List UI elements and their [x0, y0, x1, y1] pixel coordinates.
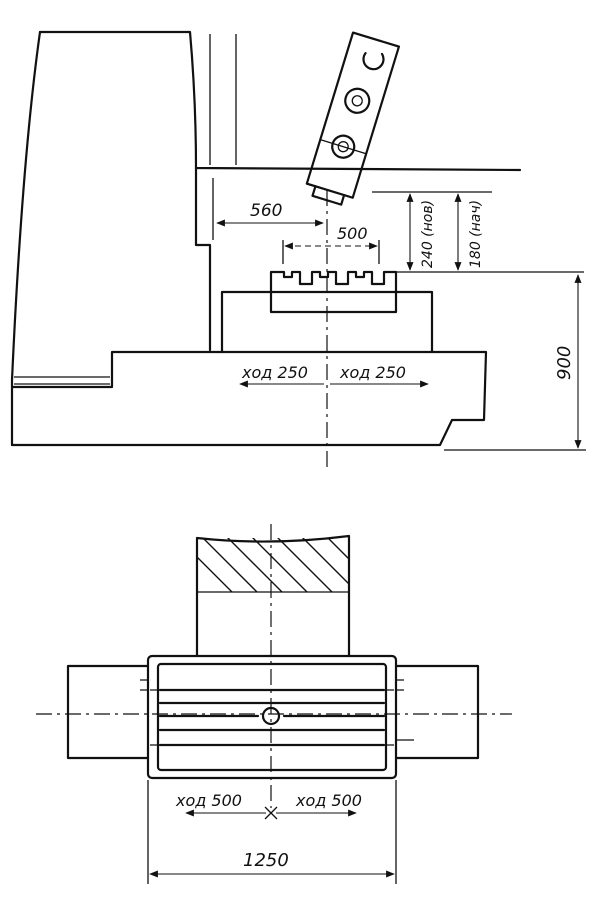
slide-detail-right	[396, 679, 414, 741]
travel-right-label: ход 250	[339, 363, 406, 382]
dim-240-label: 240 (нов)	[420, 200, 436, 268]
table-stub-right	[386, 689, 394, 746]
spindle-head	[305, 31, 401, 206]
dim-900-label: 900	[554, 346, 575, 380]
dimension-1250: 1250	[149, 850, 395, 878]
dim-500-label: 500	[337, 224, 368, 243]
dim-1250-label: 1250	[243, 850, 289, 871]
travel-left-label: ход 250	[241, 363, 308, 382]
plan-table-inner	[156, 662, 388, 772]
dim-180-label: 180 (нач)	[468, 200, 484, 268]
travel-500-dimension: ход 500 ход 500	[175, 791, 362, 820]
plan-table-outer	[146, 654, 398, 780]
bolt-lower-icon	[331, 134, 356, 159]
bracket-hook-icon	[362, 52, 385, 71]
travel-center-mark-icon	[264, 806, 278, 820]
dimension-560: 560	[216, 201, 324, 227]
slide-detail-left	[140, 679, 148, 691]
left-slide	[66, 664, 150, 760]
plan-view: ход 500 ход 500 1250	[36, 524, 512, 884]
column-left-edge	[10, 30, 42, 447]
knee-outline	[10, 350, 488, 447]
table-stub-left	[150, 689, 158, 746]
travel-250-dimension: ход 250 ход 250	[239, 363, 429, 388]
column-front-step	[194, 166, 212, 352]
column-outline	[38, 30, 522, 172]
side-view: 560 500 240 (нов) 180 (нач) 900 ход	[10, 30, 586, 468]
dimension-900: 900	[444, 274, 586, 451]
ram-hatching	[197, 538, 349, 592]
dim-560-label: 560	[250, 201, 282, 221]
dimension-240-180: 240 (нов) 180 (нач)	[372, 191, 492, 271]
right-slide	[394, 664, 480, 760]
bolt-upper-icon	[344, 87, 371, 114]
work-table	[269, 270, 398, 314]
dimension-500: 500	[282, 224, 380, 264]
plan-travel-right-label: ход 500	[295, 791, 362, 810]
plan-travel-left-label: ход 500	[175, 791, 242, 810]
